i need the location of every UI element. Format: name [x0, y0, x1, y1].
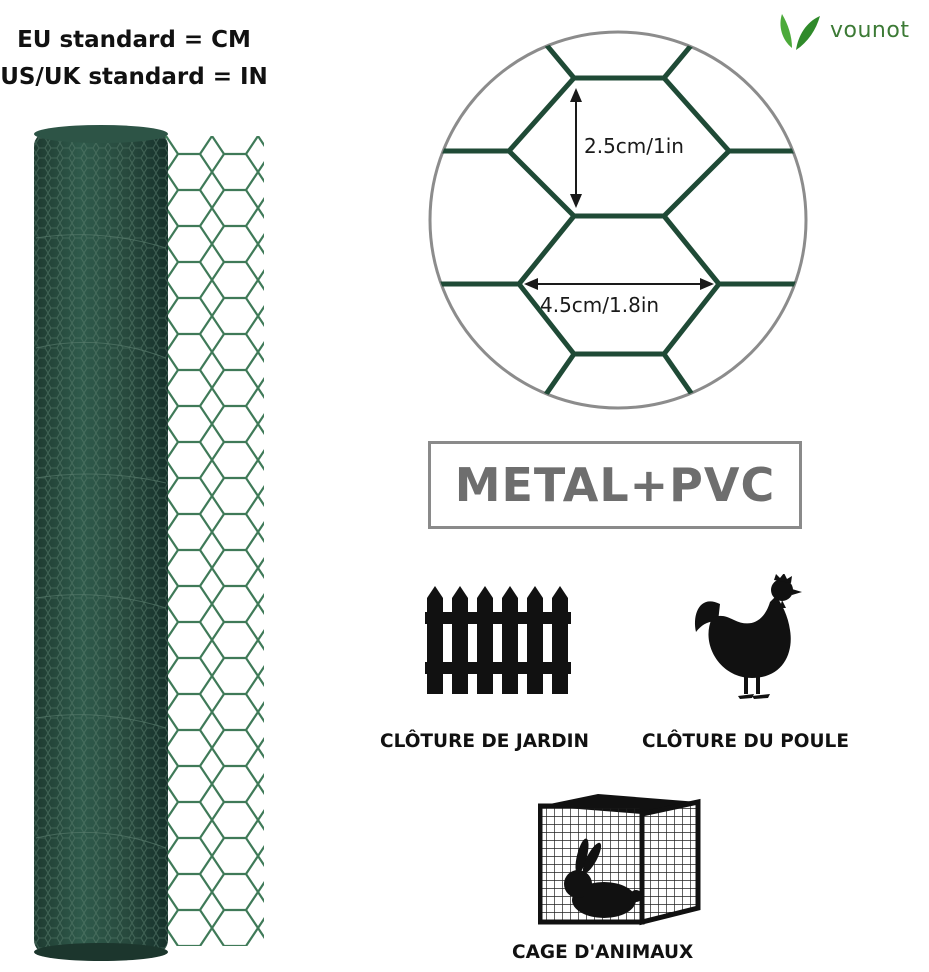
dimension-arrows	[524, 88, 714, 290]
brand-logo: vounot	[776, 8, 909, 52]
unit-standards: EU standard = CM US/UK standard = IN	[0, 22, 268, 96]
material-label: METAL+PVC	[454, 458, 776, 512]
wire-roll-illustration	[34, 125, 264, 961]
eu-standard-text: EU standard = CM	[17, 27, 251, 53]
chicken-icon	[690, 573, 806, 702]
rabbit-cage-icon	[537, 792, 702, 926]
material-box: METAL+PVC	[428, 441, 802, 529]
garden-fence-label: CLÔTURE DE JARDIN	[380, 731, 590, 752]
leaf-logo-icon	[780, 14, 820, 50]
mesh-height-label: 2.5cm/1in	[584, 134, 684, 158]
fence-roll-image	[0, 118, 290, 968]
chicken-fence-label: CLÔTURE DU POULE	[642, 731, 849, 752]
brand-name: vounot	[830, 17, 910, 43]
picket-fence-icon	[425, 584, 571, 696]
animal-cage-label: CAGE D'ANIMAUX	[512, 942, 694, 963]
mesh-width-label: 4.5cm/1.8in	[540, 293, 659, 317]
us-uk-standard-text: US/UK standard = IN	[0, 64, 268, 90]
mesh-zoom-circle: 2.5cm/1in 4.5cm/1.8in	[424, 26, 812, 414]
